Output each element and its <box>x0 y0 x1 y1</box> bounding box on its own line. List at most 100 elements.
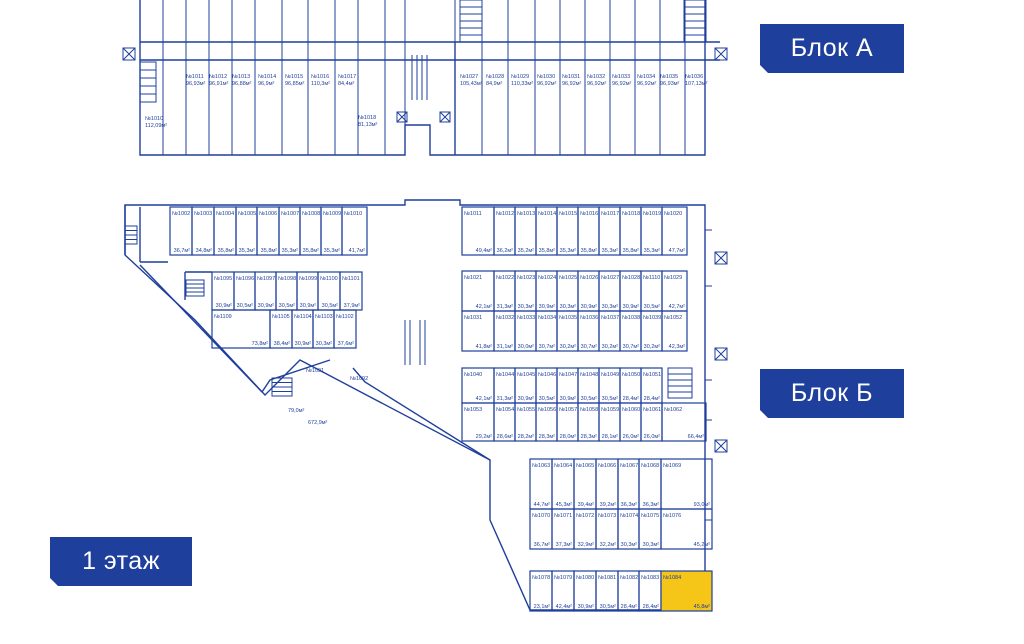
unit-outline <box>341 206 368 256</box>
unit-area: 81,13м² <box>358 122 378 128</box>
unit-area: 107,13м² <box>685 81 708 87</box>
unit-area: 29,2м² <box>476 434 492 440</box>
unit-area: 37,3м² <box>556 542 572 548</box>
unit-number: №1081 <box>598 575 616 581</box>
unit-number: №1011 <box>464 211 482 217</box>
unit-number: №1031 <box>562 74 580 80</box>
unit-number: №1078 <box>532 575 550 581</box>
unit-area: 112,09м² <box>145 123 167 129</box>
unit-number: №1017 <box>601 211 619 217</box>
unit-cell: №1018 35,8м² <box>619 206 642 256</box>
unit-number: №1055 <box>517 407 535 413</box>
wall <box>139 0 706 156</box>
unit-cell: №1019 35,3м² <box>640 206 663 256</box>
unit-number: №1099 <box>299 276 317 282</box>
unit-number: №1070 <box>532 513 550 519</box>
unit-number: №1020 <box>664 211 682 217</box>
unit-area: 30,7м² <box>581 344 597 350</box>
unit-number: №1006 <box>259 211 277 217</box>
unit-number: №1057 <box>559 407 577 413</box>
unit-number: №1019 <box>643 211 661 217</box>
unit-area: 30,5м² <box>322 303 338 309</box>
unit-area: 96,92м² <box>637 81 657 87</box>
unit-number: №1047 <box>559 372 577 378</box>
unit-area: 96,93м² <box>660 81 680 87</box>
unit-area: 35,8м² <box>539 248 555 254</box>
unit-area: 23,1м² <box>534 604 550 610</box>
unit-number: №1104 <box>294 314 312 320</box>
unit-number: №1063 <box>532 463 550 469</box>
unit-area: 45,8м² <box>694 604 710 610</box>
unit-number: №1079 <box>554 575 572 581</box>
unit-number: №1011 <box>186 74 204 80</box>
unit-area: 96,91м² <box>209 81 229 87</box>
wall <box>261 359 331 393</box>
block-b-label: Блок Б <box>760 369 904 418</box>
unit-area: 41,8м² <box>476 344 492 350</box>
unit-number: №1056 <box>538 407 556 413</box>
unit-number: №1024 <box>538 275 556 281</box>
unit-number: №1103 <box>315 314 333 320</box>
unit-area: 42,1м² <box>476 396 492 402</box>
unit-area: 110,33м² <box>511 81 533 87</box>
unit-area: 30,7м² <box>623 344 639 350</box>
unit-area: 35,8м² <box>261 248 277 254</box>
unit-area: 35,3м² <box>644 248 660 254</box>
unit-area: 35,8м² <box>623 248 639 254</box>
unit-area: 28,0м² <box>560 434 576 440</box>
floor-label: 1 этаж <box>50 537 192 586</box>
unit-number: №1014 <box>258 74 276 80</box>
unit-number: №1013 <box>517 211 535 217</box>
unit-cell: №1070 36,7м² <box>529 508 553 550</box>
unit-number: №1014 <box>538 211 556 217</box>
stairs-icon <box>139 61 157 103</box>
unit-area: 36,7м² <box>534 542 550 548</box>
unit-number: №1005 <box>238 211 256 217</box>
unit-number: №1023 <box>517 275 535 281</box>
unit-area: 42,1м² <box>476 304 492 310</box>
unit-area: 96,88м² <box>232 81 252 87</box>
unit-number: №1007 <box>281 211 299 217</box>
unit-cell: №1006 35,8м² <box>256 206 280 256</box>
unit-number: №1037 <box>601 315 619 321</box>
unit-number: №1052 <box>664 315 682 321</box>
unit-area: 49,4м² <box>476 248 492 254</box>
unit-area: 35,3м² <box>324 248 340 254</box>
unit-number: №1028 <box>486 74 504 80</box>
unit-cell: №1078 23,1м² <box>529 570 553 612</box>
unit-area: 30,5м² <box>581 396 597 402</box>
unit-area: 96,92м² <box>612 81 632 87</box>
unit-area: 30,9м² <box>578 604 594 610</box>
unit-area: 30,3м² <box>518 304 534 310</box>
unit-number: №1105 <box>272 314 290 320</box>
unit-number: №1026 <box>580 275 598 281</box>
unit-outline <box>661 206 688 256</box>
stairs-icon <box>667 367 693 399</box>
unit-area: 26,0м² <box>623 434 639 440</box>
unit-area: 30,3м² <box>621 542 637 548</box>
wall <box>352 367 491 461</box>
column-mark <box>122 47 136 61</box>
unit-number: №1018 <box>622 211 640 217</box>
unit-number: №1072 <box>576 513 594 519</box>
unit-number: №1092 <box>350 376 368 382</box>
